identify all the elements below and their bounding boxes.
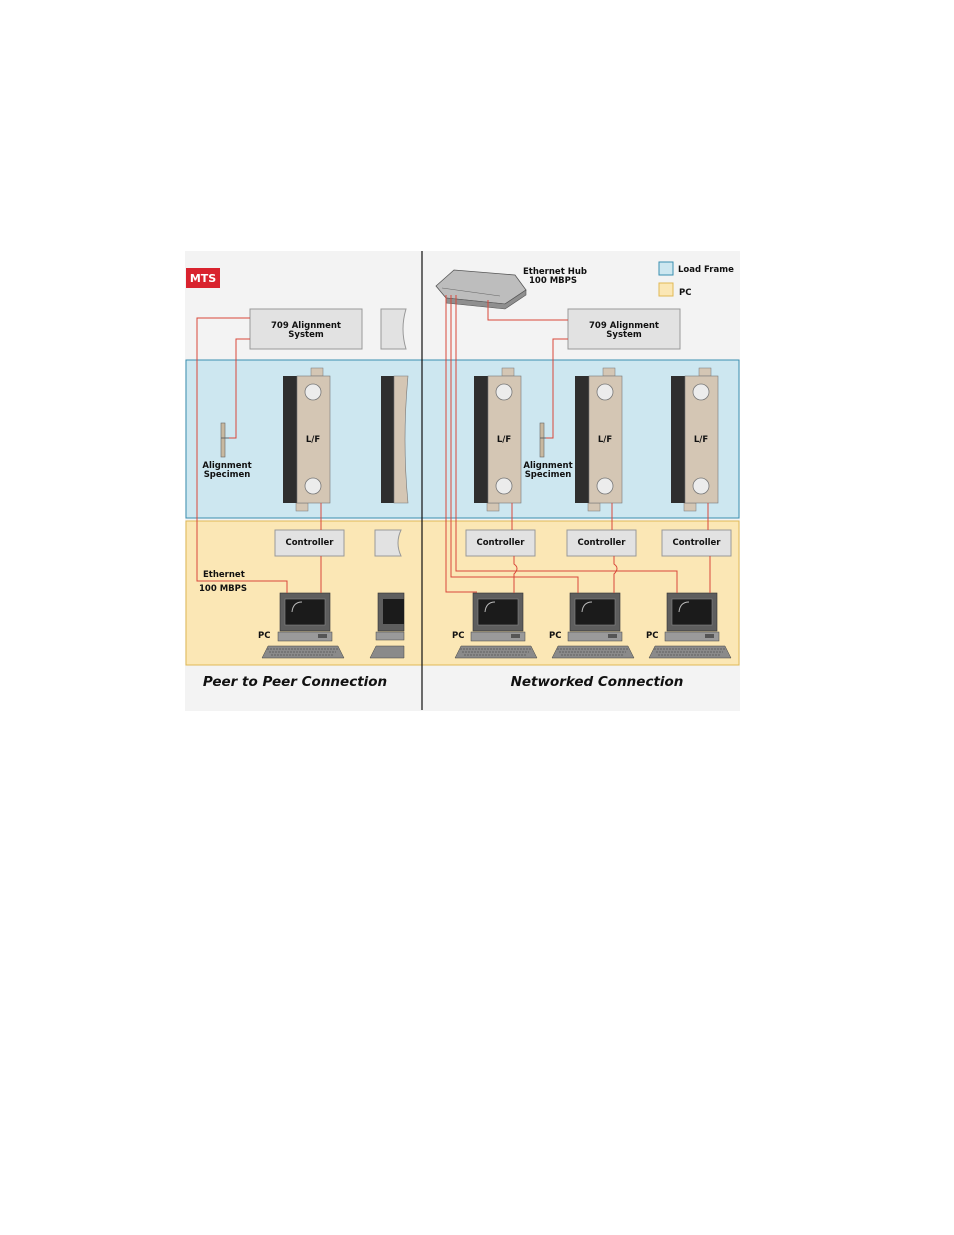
controller-box: Controller [275,530,344,556]
mts-logo: MTS [186,268,220,288]
controller-partial [375,530,401,556]
controller-box: Controller [662,530,731,556]
hub-label-line2: 100 MBPS [529,276,577,286]
pc-zone [186,521,739,665]
controller-label: Controller [672,538,721,548]
load-frame-label: L/F [694,435,709,445]
ethernet-label-line1: Ethernet [203,570,245,580]
load-frame-label: L/F [497,435,512,445]
legend-pc-label: PC [679,288,691,298]
controller-box: Controller [466,530,535,556]
svg-text:System: System [288,330,324,340]
load-frame: L/F [474,368,521,511]
controller-label: Controller [476,538,525,548]
pc-label: PC [646,631,658,641]
caption-peer-to-peer: Peer to Peer Connection [203,674,387,690]
load-frame: L/F [575,368,622,511]
caption-networked: Networked Connection [511,674,684,690]
load-frame: L/F [671,368,718,511]
load-frame-zone [186,360,739,518]
load-frame-label: L/F [306,435,321,445]
alignment-system-left: 709 Alignment System [250,309,362,349]
svg-text:MTS: MTS [190,272,216,285]
svg-text:System: System [606,330,642,340]
pc-label: PC [549,631,561,641]
alignment-system-right: 709 Alignment System [568,309,680,349]
ethernet-label-line2: 100 MBPS [199,584,247,594]
load-frame: L/F [283,368,330,511]
controller-label: Controller [577,538,626,548]
svg-text:Specimen: Specimen [525,470,572,480]
svg-text:Specimen: Specimen [204,470,251,480]
pc-label: PC [452,631,464,641]
legend-load-frame-swatch [659,262,673,275]
load-frame-partial [381,376,408,503]
pc-label: PC [258,631,270,641]
legend-pc-swatch [659,283,673,296]
alignment-system-partial [381,309,406,349]
load-frame-label: L/F [598,435,613,445]
controller-label: Controller [285,538,334,548]
legend-load-frame-label: Load Frame [678,265,734,275]
controller-box: Controller [567,530,636,556]
